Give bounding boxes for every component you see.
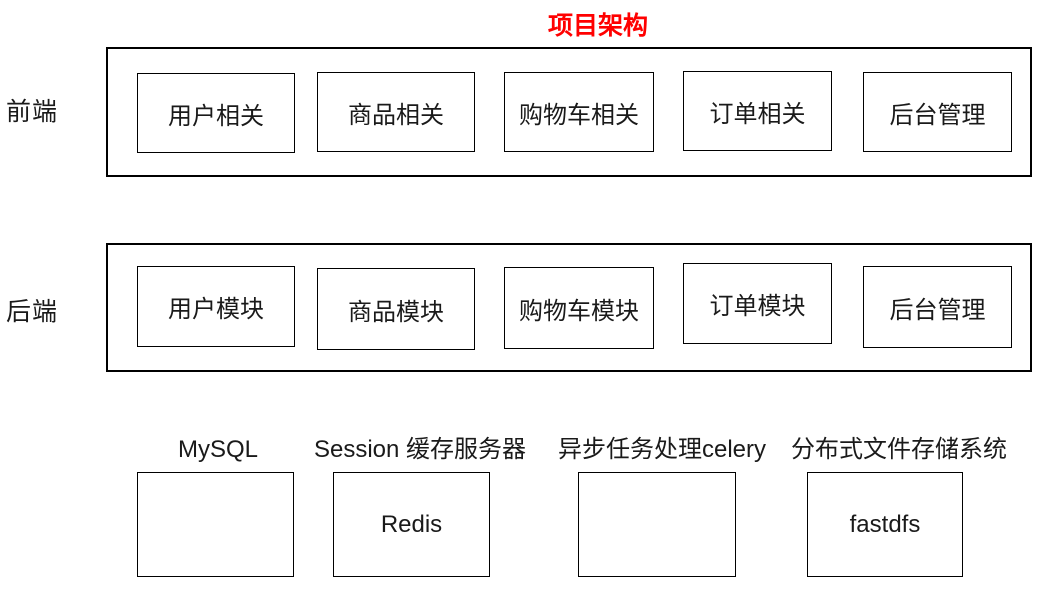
frontend-box-goods: 商品相关 <box>317 72 475 152</box>
service-box-mysql <box>137 472 294 577</box>
backend-box-admin: 后台管理 <box>863 266 1012 348</box>
service-box-fastdfs: fastdfs <box>807 472 963 577</box>
backend-box-order: 订单模块 <box>683 263 832 344</box>
backend-row-label: 后端 <box>6 298 59 326</box>
backend-box-user: 用户模块 <box>137 266 295 347</box>
service-box-celery <box>578 472 736 577</box>
frontend-box-user: 用户相关 <box>137 73 295 153</box>
frontend-box-order: 订单相关 <box>683 71 832 151</box>
frontend-row-label: 前端 <box>6 98 59 126</box>
backend-box-goods: 商品模块 <box>317 268 475 350</box>
frontend-box-admin: 后台管理 <box>863 72 1012 152</box>
backend-box-cart: 购物车模块 <box>504 267 654 349</box>
frontend-box-cart: 购物车相关 <box>504 72 654 152</box>
service-box-redis: Redis <box>333 472 490 577</box>
service-label-mysql: MySQL <box>177 436 258 463</box>
diagram-title: 项目架构 <box>548 12 649 40</box>
service-label-distributed-fs: 分布式文件存储系统 <box>791 436 1007 463</box>
service-label-celery: 异步任务处理celery <box>557 436 767 463</box>
service-label-session-cache: Session 缓存服务器 <box>313 436 527 463</box>
